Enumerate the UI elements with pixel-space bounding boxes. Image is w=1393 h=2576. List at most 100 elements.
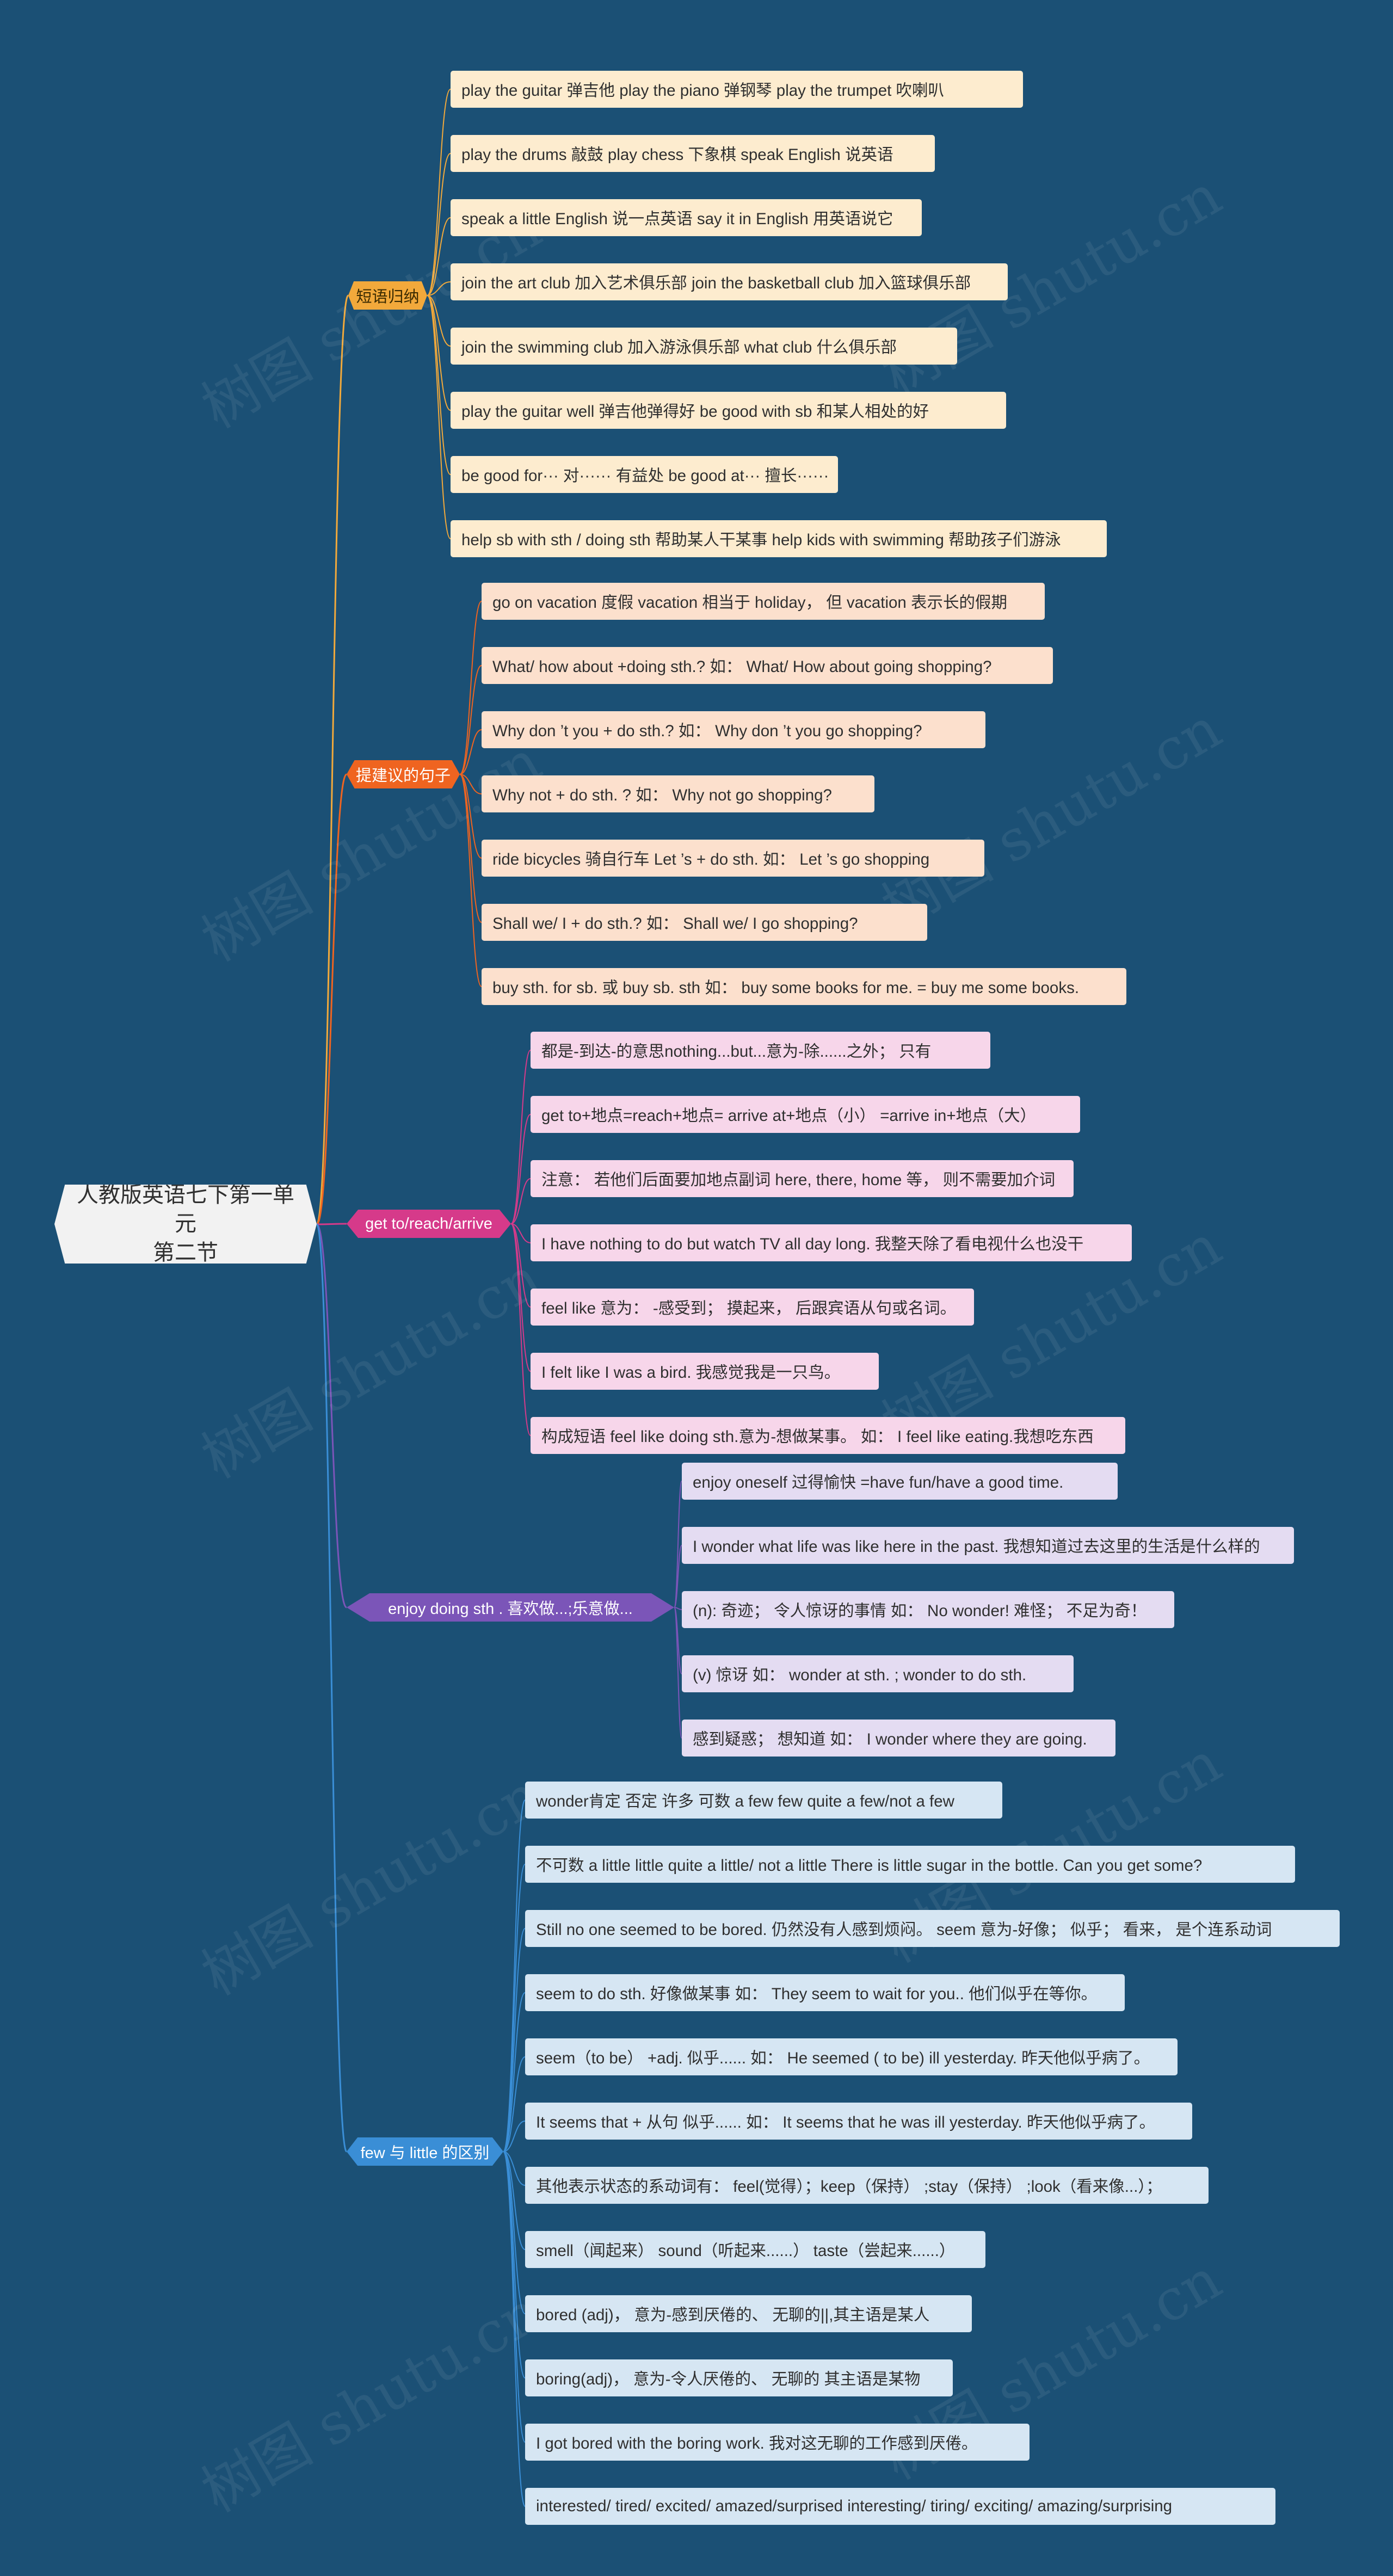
- leaf-node[interactable]: 感到疑惑； 想知道 如： I wonder where they are goi…: [682, 1720, 1115, 1757]
- branch-leaf-connector: [459, 774, 482, 923]
- leaf-text: It seems that + 从句 似乎...... 如： It seems …: [536, 2113, 1155, 2131]
- leaf-text: speak a little English 说一点英语 say it in E…: [461, 210, 893, 228]
- leaf-node[interactable]: I wonder what life was like here in the …: [682, 1527, 1294, 1564]
- leaf-text: 都是-到达-的意思nothing...but...意为-除......之外； 只…: [541, 1043, 932, 1061]
- leaf-node[interactable]: ride bicycles 骑自行车 Let ’s + do sth. 如： L…: [482, 840, 984, 877]
- branch-leaf-connector: [503, 2151, 526, 2507]
- leaf-node[interactable]: Shall we/ I + do sth.? 如： Shall we/ I go…: [482, 904, 927, 941]
- leaf-text: buy sth. for sb. 或 buy sb. sth 如： buy so…: [492, 979, 1080, 997]
- leaf-node[interactable]: Why don ’t you + do sth.? 如： Why don ’t …: [482, 711, 985, 748]
- branch-leaf-connector: [427, 295, 451, 539]
- branch-node[interactable]: 提建议的句子: [347, 760, 460, 788]
- leaf-text: What/ how about +doing sth.? 如： What/ Ho…: [492, 658, 992, 676]
- branch-leaf-connector: [503, 1992, 526, 2152]
- watermark: 树图 shutu.cn: [190, 1244, 552, 1492]
- root-title-line1: 人教版英语七下第一单元: [77, 1183, 294, 1236]
- branch-leaf-connector: [427, 295, 451, 347]
- leaf-node[interactable]: It seems that + 从句 似乎...... 如： It seems …: [525, 2103, 1192, 2140]
- leaf-node[interactable]: buy sth. for sb. 或 buy sb. sth 如： buy so…: [482, 968, 1126, 1005]
- leaf-text: ride bicycles 骑自行车 Let ’s + do sth. 如： L…: [492, 851, 930, 868]
- branch-leaf-connector: [674, 1545, 682, 1608]
- branch-node[interactable]: few 与 little 的区别: [347, 2137, 503, 2166]
- leaf-node[interactable]: get to+地点=reach+地点= arrive at+地点（小） =arr…: [531, 1096, 1080, 1133]
- branch-leaf-connector: [427, 217, 451, 296]
- leaf-text: join the art club 加入艺术俱乐部 join the baske…: [461, 274, 971, 292]
- leaf-node[interactable]: play the guitar well 弹吉他弹得好 be good with…: [451, 392, 1006, 429]
- root-branch-connector: [316, 294, 349, 1225]
- branch-label: get to/reach/arrive: [365, 1215, 492, 1232]
- leaf-node[interactable]: I felt like I was a bird. 我感觉我是一只鸟。: [531, 1353, 879, 1390]
- branch-leaf-connector: [510, 1223, 531, 1308]
- leaf-node[interactable]: 都是-到达-的意思nothing...but...意为-除......之外； 只…: [531, 1032, 990, 1069]
- branch-leaf-connector: [510, 1178, 531, 1224]
- branch-leaf-connector: [503, 1864, 526, 2152]
- leaf-text: wonder肯定 否定 许多 可数 a few few quite a few/…: [536, 1792, 954, 1810]
- leaf-text: bored (adj)， 意为-感到厌倦的、 无聊的||,其主语是某人: [536, 2306, 930, 2324]
- root-branch-connector: [316, 1223, 348, 2153]
- leaf-node[interactable]: play the drums 敲鼓 play chess 下象棋 speak E…: [451, 135, 935, 172]
- leaf-node[interactable]: I have nothing to do but watch TV all da…: [531, 1224, 1132, 1261]
- leaf-node[interactable]: smell（闻起来） sound（听起来......） taste（尝起来...…: [525, 2231, 985, 2268]
- branch-leaf-connector: [510, 1223, 531, 1372]
- leaf-text: I have nothing to do but watch TV all da…: [541, 1235, 1084, 1253]
- branch-node[interactable]: 短语归纳: [348, 281, 427, 310]
- leaf-node[interactable]: interested/ tired/ excited/ amazed/surpr…: [525, 2488, 1275, 2525]
- root-title-line2: 第二节: [153, 1240, 218, 1265]
- leaf-node[interactable]: bored (adj)， 意为-感到厌倦的、 无聊的||,其主语是某人: [525, 2295, 972, 2332]
- leaf-node[interactable]: feel like 意为： -感受到； 摸起来， 后跟宾语从句或名词。: [531, 1289, 974, 1326]
- branch-leaf-connector: [503, 2121, 526, 2152]
- leaf-text: (v) 惊讶 如： wonder at sth. ; wonder to do …: [693, 1666, 1027, 1684]
- leaf-node[interactable]: What/ how about +doing sth.? 如： What/ Ho…: [482, 647, 1053, 684]
- leaf-node[interactable]: join the swimming club 加入游泳俱乐部 what club…: [451, 328, 957, 365]
- branch-leaf-connector: [674, 1607, 682, 1739]
- branch-leaf-connector: [510, 1223, 531, 1436]
- root-topic[interactable]: 人教版英语七下第一单元 第二节: [54, 1185, 317, 1264]
- root-branch-connector: [316, 1223, 348, 1609]
- leaf-text: 不可数 a little little quite a little/ not …: [536, 1857, 1203, 1875]
- leaf-node[interactable]: play the guitar 弹吉他 play the piano 弹钢琴 p…: [451, 71, 1023, 108]
- branch-leaf-connector: [503, 2151, 526, 2378]
- leaf-text: interested/ tired/ excited/ amazed/surpr…: [536, 2497, 1173, 2515]
- branch-node[interactable]: enjoy doing sth . 喜欢做...;乐意做...: [347, 1593, 674, 1622]
- leaf-node[interactable]: wonder肯定 否定 许多 可数 a few few quite a few/…: [525, 1782, 1002, 1819]
- branch-leaf-connector: [459, 774, 482, 859]
- branch-leaf-connector: [459, 601, 482, 775]
- leaf-node[interactable]: go on vacation 度假 vacation 相当于 holiday， …: [482, 583, 1045, 620]
- leaf-node[interactable]: Why not + do sth. ? 如： Why not go shoppi…: [482, 775, 874, 812]
- leaf-node[interactable]: (n): 奇迹； 令人惊讶的事情 如： No wonder! 难怪； 不足为奇！: [682, 1591, 1174, 1628]
- leaf-text: be good for··· 对······ 有益处 be good at···…: [461, 467, 829, 485]
- branch-leaf-connector: [674, 1481, 682, 1608]
- leaf-node[interactable]: Still no one seemed to be bored. 仍然没有人感到…: [525, 1910, 1340, 1947]
- leaf-node[interactable]: 构成短语 feel like doing sth.意为-想做某事。 如： I f…: [531, 1417, 1125, 1454]
- watermark: 树图 shutu.cn: [190, 1761, 552, 2008]
- branch-leaf-connector: [503, 2151, 526, 2443]
- branch-leaf-connector: [427, 281, 451, 296]
- branch-leaf-connector: [503, 2151, 526, 2250]
- leaf-text: play the guitar well 弹吉他弹得好 be good with…: [461, 403, 929, 421]
- leaf-node[interactable]: seem to do sth. 好像做某事 如： They seem to wa…: [525, 1974, 1125, 2011]
- branch-label: few 与 little 的区别: [360, 2144, 490, 2162]
- leaf-node[interactable]: (v) 惊讶 如： wonder at sth. ; wonder to do …: [682, 1655, 1074, 1692]
- leaf-node[interactable]: seem（to be） +adj. 似乎...... 如： He seemed …: [525, 2038, 1178, 2075]
- branch-node[interactable]: get to/reach/arrive: [347, 1210, 511, 1238]
- leaf-text: 注意： 若他们后面要加地点副词 here, there, home 等， 则不需…: [541, 1171, 1056, 1189]
- leaf-node[interactable]: be good for··· 对······ 有益处 be good at···…: [451, 456, 838, 493]
- branch-leaf-connector: [459, 774, 482, 794]
- leaf-node[interactable]: 其他表示状态的系动词有： feel(觉得）；keep（保持） ;stay（保持）…: [525, 2167, 1209, 2204]
- leaf-node[interactable]: help sb with sth / doing sth 帮助某人干某事 hel…: [451, 520, 1107, 557]
- branch-leaf-connector: [459, 729, 482, 775]
- leaf-node[interactable]: enjoy oneself 过得愉快 =have fun/have a good…: [682, 1463, 1118, 1500]
- leaf-text: get to+地点=reach+地点= arrive at+地点（小） =arr…: [541, 1107, 1037, 1125]
- leaf-node[interactable]: join the art club 加入艺术俱乐部 join the baske…: [451, 263, 1008, 300]
- leaf-node[interactable]: I got bored with the boring work. 我对这无聊的…: [525, 2424, 1030, 2461]
- branch-leaf-connector: [510, 1050, 531, 1224]
- leaf-text: Still no one seemed to be bored. 仍然没有人感到…: [536, 1921, 1272, 1939]
- leaf-node[interactable]: boring(adj)， 意为-令人厌倦的、 无聊的 其主语是某物: [525, 2359, 953, 2396]
- leaf-node[interactable]: 注意： 若他们后面要加地点副词 here, there, home 等， 则不需…: [531, 1160, 1074, 1197]
- branch-leaf-connector: [503, 1799, 526, 2152]
- leaf-text: (n): 奇迹； 令人惊讶的事情 如： No wonder! 难怪； 不足为奇！: [693, 1602, 1147, 1620]
- leaf-node[interactable]: speak a little English 说一点英语 say it in E…: [451, 199, 922, 236]
- leaf-node[interactable]: 不可数 a little little quite a little/ not …: [525, 1846, 1295, 1883]
- leaf-text: Why not + do sth. ? 如： Why not go shoppi…: [492, 786, 832, 804]
